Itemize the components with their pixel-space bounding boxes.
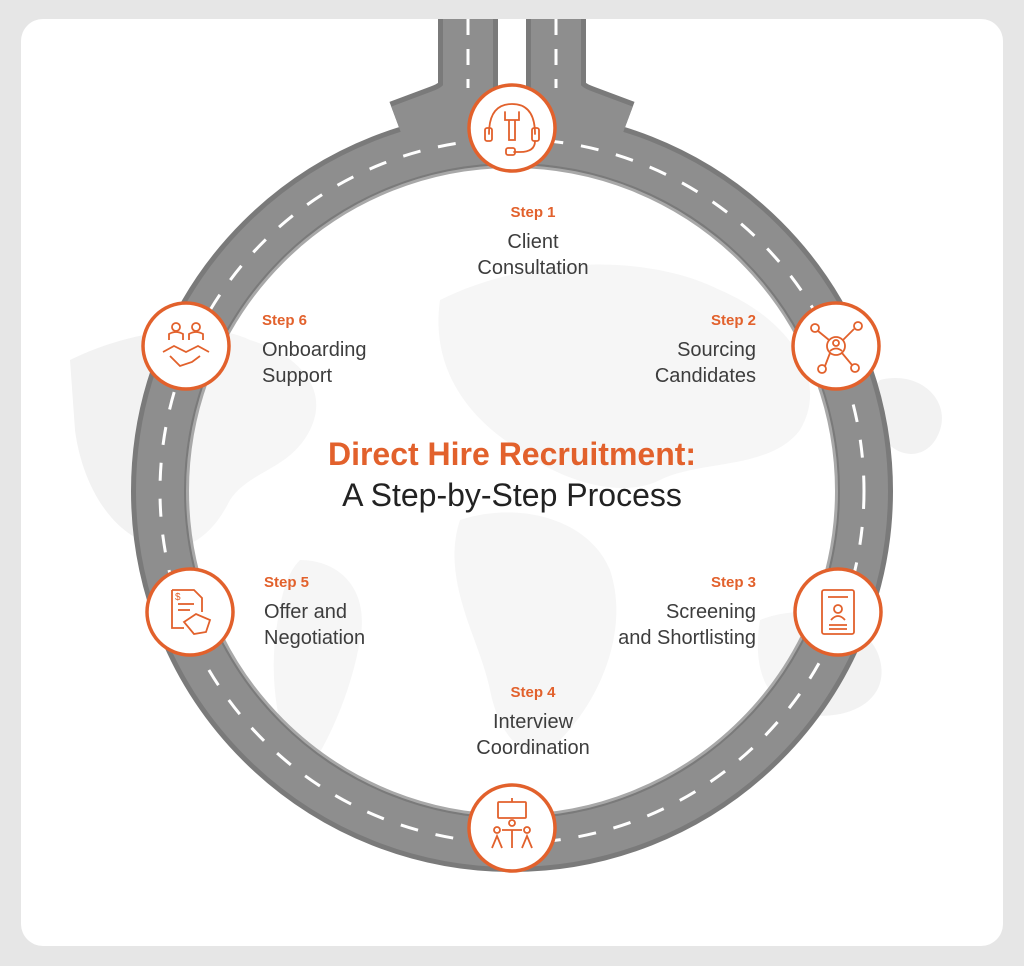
- team-handshake-icon: [162, 322, 210, 368]
- step-number: Step 5: [264, 574, 310, 591]
- step-name: Onboarding Support: [262, 339, 367, 387]
- title-line-2: A Step-by-Step Process: [342, 477, 682, 513]
- step-name: Offer and Negotiation: [264, 601, 366, 649]
- step-number: Step 2: [710, 312, 756, 329]
- step-number: Step 4: [510, 684, 556, 701]
- infographic-card: $ Step 1 Client Consultation Step 2 Sour…: [21, 19, 1003, 946]
- step-number: Step 1: [510, 204, 556, 221]
- step-number: Step 6: [262, 312, 308, 329]
- step-name: Interview Coordination: [476, 711, 590, 759]
- road-diagram: $: [70, 19, 942, 873]
- network-person-icon: [810, 321, 863, 374]
- step-1-label: Step 1 Client Consultation: [433, 204, 633, 281]
- step-1-node: [467, 83, 557, 173]
- step-4-label: Step 4 Interview Coordination: [433, 684, 633, 761]
- headset-wrench-icon: [484, 103, 540, 156]
- svg-text:$: $: [175, 592, 181, 603]
- step-6-node: [141, 301, 231, 391]
- resume-document-icon: [821, 589, 855, 635]
- step-6-label: Step 6 Onboarding Support: [262, 312, 462, 389]
- step-name: Client Consultation: [477, 231, 589, 279]
- contract-handshake-icon: $: [171, 589, 212, 635]
- step-number: Step 3: [710, 574, 756, 591]
- step-3-node: [793, 567, 883, 657]
- step-2-node: [791, 301, 881, 391]
- presentation-meeting-icon: [491, 798, 533, 849]
- step-3-label: Step 3 Screening and Shortlisting: [556, 574, 756, 651]
- diagram-title: Direct Hire Recruitment: A Step-by-Step …: [262, 436, 762, 514]
- step-4-node: [467, 783, 557, 873]
- step-2-label: Step 2 Sourcing Candidates: [576, 312, 756, 389]
- title-line-1: Direct Hire Recruitment:: [327, 436, 697, 472]
- step-5-label: Step 5 Offer and Negotiation: [264, 574, 464, 651]
- step-name: Sourcing Candidates: [654, 339, 756, 387]
- step-name: Screening and Shortlisting: [618, 601, 756, 649]
- step-5-node: $: [145, 567, 235, 657]
